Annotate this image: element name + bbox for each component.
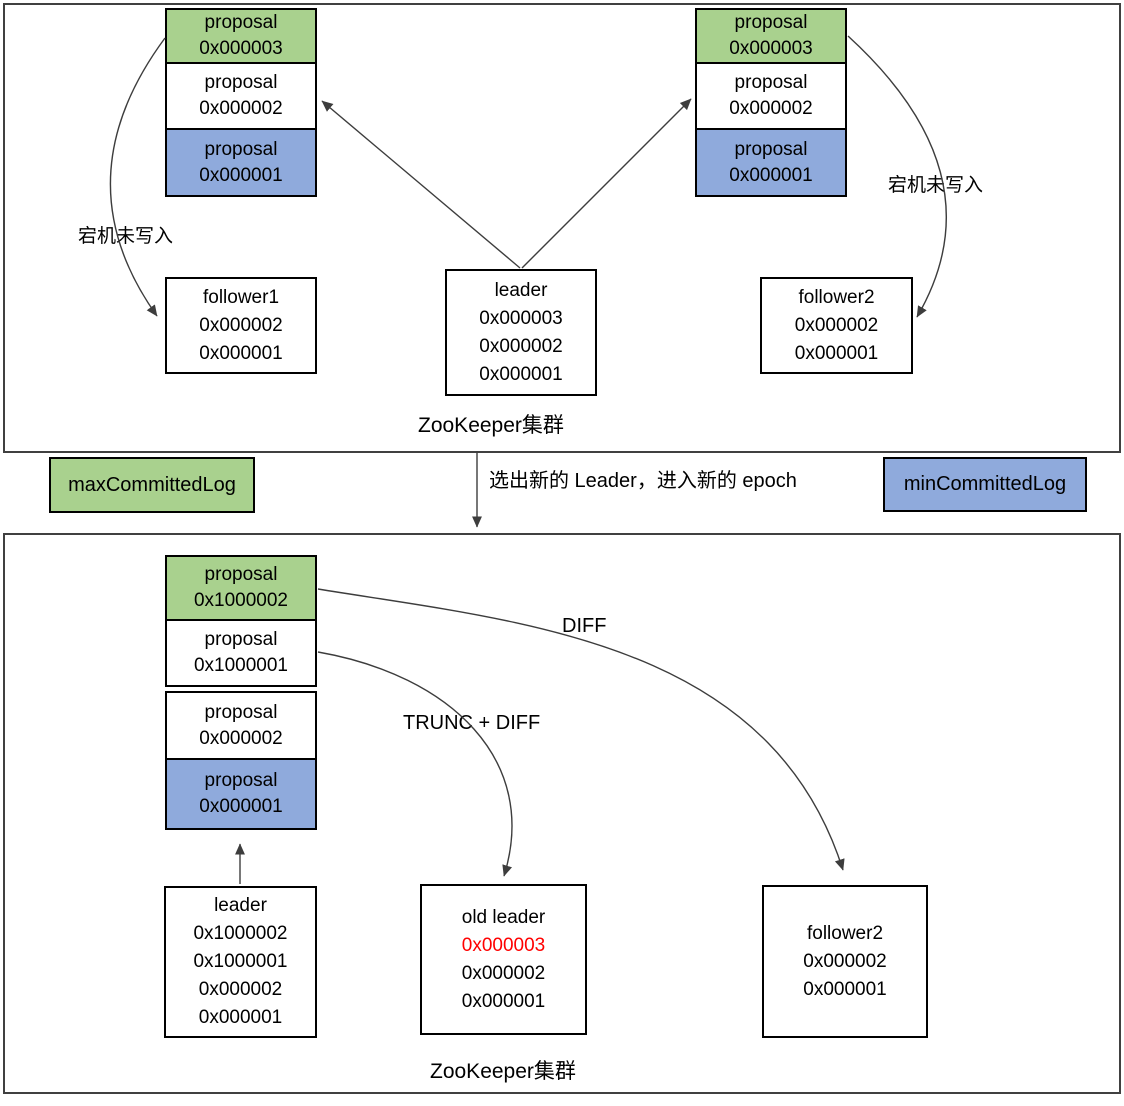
- crash-note-right: 宕机未写入: [888, 175, 984, 196]
- proposal-label: proposal: [204, 564, 278, 585]
- log-entry: 0x000002: [794, 314, 879, 336]
- proposal-box: proposal 0x1000002: [165, 555, 317, 621]
- log-entry: 0x000001: [479, 363, 563, 385]
- proposal-id: 0x000001: [729, 164, 813, 186]
- crash-note-left: 宕机未写入: [78, 226, 174, 247]
- log-entry: 0x000002: [461, 962, 546, 984]
- top-cluster-frame: [3, 3, 1121, 453]
- new-leader-node: leader 0x1000002 0x1000001 0x000002 0x00…: [164, 886, 317, 1038]
- log-entry: 0x000002: [198, 979, 283, 1000]
- proposal-id: 0x000003: [199, 38, 283, 59]
- log-entry: 0x1000001: [193, 951, 288, 972]
- proposal-box: proposal 0x000001: [165, 128, 317, 197]
- top-cluster-caption: ZooKeeper集群: [418, 414, 564, 437]
- bottom-cluster-frame: [3, 533, 1121, 1094]
- node-title: old leader: [461, 906, 546, 928]
- old-leader-node: old leader 0x000003 0x000002 0x000001: [420, 884, 587, 1035]
- top-right-proposal-stack: proposal 0x000003 proposal 0x000002 prop…: [695, 8, 847, 197]
- node-title: leader: [494, 279, 548, 301]
- new-leader-transition-label: 选出新的 Leader，进入新的 epoch: [489, 470, 797, 492]
- proposal-label: proposal: [204, 629, 278, 650]
- diff-sync-label: DIFF: [562, 615, 607, 637]
- trunc-diff-sync-label: TRUNC + DIFF: [403, 712, 541, 734]
- proposal-label: proposal: [204, 701, 278, 723]
- proposal-box: proposal 0x000002: [165, 62, 317, 130]
- proposal-label: proposal: [204, 770, 278, 791]
- follower1-node: follower1 0x000002 0x000001: [165, 277, 317, 374]
- proposal-label: proposal: [734, 12, 808, 33]
- proposal-id: 0x1000001: [193, 655, 289, 676]
- log-entry: 0x1000002: [193, 923, 288, 944]
- proposal-box: proposal 0x000001: [165, 758, 317, 830]
- proposal-box: proposal 0x000003: [165, 8, 317, 64]
- log-entry: 0x000002: [199, 314, 283, 336]
- min-committed-log-badge: minCommittedLog: [883, 457, 1087, 512]
- proposal-id: 0x000001: [199, 164, 283, 186]
- log-entry: 0x000001: [198, 1007, 283, 1028]
- bottom-proposal-stack: proposal 0x1000002 proposal 0x1000001 pr…: [165, 555, 317, 830]
- node-title: follower2: [798, 286, 875, 308]
- top-left-proposal-stack: proposal 0x000003 proposal 0x000002 prop…: [165, 8, 317, 197]
- log-entry: 0x000001: [794, 342, 879, 364]
- node-title: leader: [214, 895, 267, 916]
- proposal-label: proposal: [734, 72, 808, 93]
- node-title: follower1: [202, 286, 280, 308]
- follower2-node-bottom: follower2 0x000002 0x000001: [762, 885, 928, 1038]
- proposal-box: proposal 0x1000001: [165, 619, 317, 687]
- log-entry: 0x000001: [199, 342, 283, 364]
- proposal-box: proposal 0x000003: [695, 8, 847, 64]
- proposal-box: proposal 0x000002: [695, 62, 847, 130]
- proposal-label: proposal: [204, 138, 278, 160]
- proposal-label: proposal: [204, 72, 278, 93]
- bottom-cluster-caption: ZooKeeper集群: [430, 1060, 576, 1083]
- log-entry: 0x000001: [803, 978, 887, 1000]
- proposal-id: 0x000002: [729, 98, 813, 119]
- log-entry: 0x000002: [479, 335, 563, 357]
- log-entry: 0x000002: [803, 950, 887, 972]
- proposal-id: 0x1000002: [193, 590, 289, 611]
- max-committed-log-badge: maxCommittedLog: [49, 457, 255, 513]
- proposal-id: 0x000002: [199, 98, 283, 119]
- proposal-id: 0x000002: [199, 727, 283, 749]
- node-title: follower2: [806, 922, 884, 944]
- log-entry: 0x000003: [479, 307, 563, 329]
- proposal-label: proposal: [734, 138, 808, 160]
- log-entry: 0x000001: [461, 990, 546, 1012]
- proposal-id: 0x000001: [199, 796, 283, 817]
- log-entry-uncommitted: 0x000003: [461, 934, 546, 956]
- proposal-id: 0x000003: [729, 38, 813, 59]
- proposal-label: proposal: [204, 12, 278, 33]
- proposal-box: proposal 0x000002: [165, 691, 317, 760]
- proposal-box: proposal 0x000001: [695, 128, 847, 197]
- leader-node: leader 0x000003 0x000002 0x000001: [445, 269, 597, 396]
- follower2-node: follower2 0x000002 0x000001: [760, 277, 913, 374]
